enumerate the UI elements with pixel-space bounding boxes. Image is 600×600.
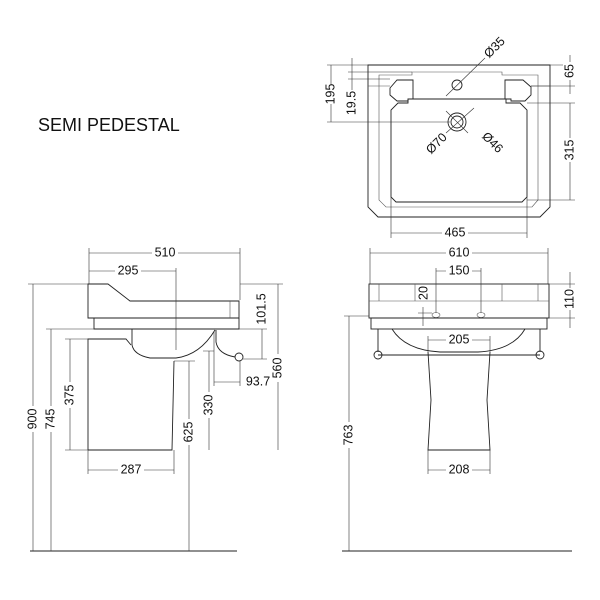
dim-19-5: 19.5 — [344, 91, 358, 115]
plan-right-deck — [504, 79, 532, 102]
side-bowl — [131, 329, 216, 359]
waste-inner-circle — [450, 115, 464, 129]
dim-560: 560 — [270, 358, 284, 379]
rail-end-right — [535, 350, 545, 360]
plan-left-deck — [389, 79, 414, 102]
dim-line — [418, 307, 432, 326]
trap-end — [234, 352, 244, 362]
tap-hole — [451, 79, 463, 91]
dim-610: 610 — [449, 245, 470, 259]
dim-line — [213, 332, 241, 386]
dim-70: Ø70 — [423, 130, 450, 157]
plan-view: Ø35 Ø70 Ø46 195 19.5 65 315 465 — [323, 34, 577, 240]
dim-46: Ø46 — [479, 129, 506, 156]
dim-375: 375 — [62, 385, 76, 406]
side-view: 510 295 900 745 375 625 330 560 101.5 — [25, 245, 285, 552]
dim-93-7: 93.7 — [246, 374, 270, 388]
dim-line — [239, 328, 267, 360]
rim-detail — [369, 284, 549, 302]
front-view: 610 150 20 110 763 205 208 — [341, 245, 577, 552]
leader-line — [445, 57, 486, 97]
front-base — [370, 317, 548, 330]
dim-line — [174, 360, 195, 551]
waste-trap — [215, 330, 236, 358]
dim-line — [89, 268, 177, 350]
dim-745: 745 — [43, 409, 57, 430]
pedestal-side — [87, 338, 175, 451]
dim-465: 465 — [445, 225, 466, 239]
tap-hole-left — [431, 312, 441, 318]
dim-110: 110 — [562, 289, 576, 309]
dim-625: 625 — [181, 422, 195, 443]
drawing-title: SEMI PEDESTAL — [38, 115, 180, 135]
front-pedestal — [427, 351, 491, 451]
dim-315: 315 — [562, 140, 576, 161]
dim-65: 65 — [562, 64, 576, 78]
dim-line — [46, 328, 94, 551]
dim-101-5: 101.5 — [254, 293, 268, 324]
dim-195: 195 — [323, 84, 337, 105]
dim-150: 150 — [449, 263, 470, 277]
front-bowl — [391, 328, 526, 353]
leader-line — [445, 107, 475, 134]
dim-295: 295 — [118, 263, 139, 277]
dim-35: Ø35 — [481, 34, 508, 61]
dim-287: 287 — [121, 462, 142, 476]
towel-rail — [377, 329, 541, 356]
dim-900: 900 — [25, 409, 39, 430]
plan-outer-outline — [367, 64, 551, 218]
plan-inner-outline — [378, 71, 539, 208]
tap-hole-right — [476, 312, 486, 318]
dim-20: 20 — [416, 286, 430, 300]
rail-end-left — [373, 350, 383, 360]
side-basin-rim — [87, 283, 240, 319]
dim-208: 208 — [449, 462, 470, 476]
plan-basin-outline — [390, 98, 528, 203]
dim-330: 330 — [201, 395, 215, 416]
dim-205: 205 — [449, 332, 470, 346]
side-basin-base — [93, 318, 240, 330]
dim-763: 763 — [341, 425, 355, 446]
dim-510: 510 — [155, 245, 176, 259]
leader-line — [445, 110, 469, 134]
